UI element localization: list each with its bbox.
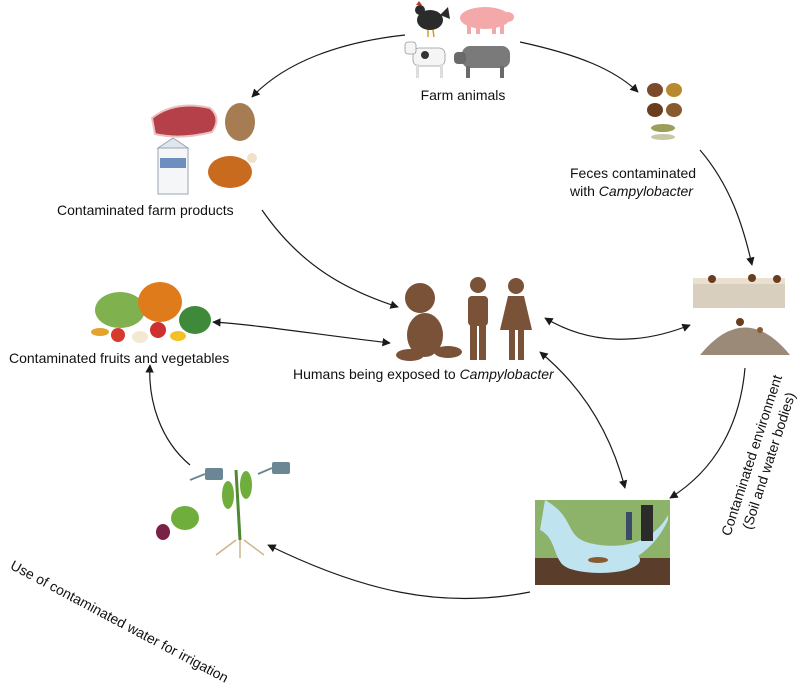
feces-label-prefix: with xyxy=(570,183,599,199)
humans-label-organism: Campylobacter xyxy=(459,366,554,382)
beet-icon xyxy=(156,524,170,540)
fruits-vegetables-illustration xyxy=(91,282,211,343)
arrows xyxy=(145,34,755,600)
arrow-irrigation-to-fruits xyxy=(145,364,191,466)
man-icon xyxy=(468,277,488,360)
feces-label-line1: Feces contaminated xyxy=(570,165,697,181)
baby-icon xyxy=(396,283,462,361)
arrow-humans-environment xyxy=(544,317,691,340)
roast-chicken-icon xyxy=(208,156,252,188)
pumpkin-icon xyxy=(138,282,182,322)
watering-can-icon xyxy=(257,462,290,475)
watering-can-icon xyxy=(189,468,223,481)
feces-label-line2: with Campylobacter xyxy=(570,182,696,200)
humans-label: Humans being exposed to Campylobacter xyxy=(293,365,554,383)
water-body-illustration xyxy=(535,500,670,585)
fruits-vegetables-label: Contaminated fruits and vegetables xyxy=(9,350,230,366)
campylobacter-transmission-diagram: Farm animals Feces contaminated with Cam… xyxy=(8,1,797,686)
pig-icon xyxy=(460,7,514,34)
farm-animals-label: Farm animals xyxy=(420,87,506,103)
arrow-environment-to-water xyxy=(669,367,746,499)
arrow-feces-to-environment xyxy=(699,149,755,266)
arrow-water-to-irrigation xyxy=(267,544,531,600)
egg-icon xyxy=(225,103,255,141)
woman-icon xyxy=(500,278,532,360)
farm-products-illustration xyxy=(150,103,257,195)
feces-label-organism: Campylobacter xyxy=(598,183,693,199)
arrow-animals-to-products xyxy=(251,34,406,98)
humans-label-prefix: Humans being exposed to xyxy=(293,366,460,382)
lettuce-icon xyxy=(171,506,199,530)
feces-illustration xyxy=(647,83,682,140)
arrow-humans-water xyxy=(539,351,628,489)
milk-carton-icon xyxy=(157,147,189,195)
arrow-humans-fruits xyxy=(212,318,391,347)
corn-plant-icon xyxy=(234,469,242,541)
farm-products-label: Contaminated farm products xyxy=(57,202,234,218)
farm-animals-illustration xyxy=(404,1,514,78)
feces-label: Feces contaminated with Campylobacter xyxy=(570,164,696,200)
cattle-icon xyxy=(454,46,510,78)
arrow-animals-to-feces xyxy=(519,41,639,93)
diagram-canvas xyxy=(91,1,790,600)
cow-icon xyxy=(404,41,446,78)
humans-illustration xyxy=(396,277,532,361)
arrow-products-to-humans xyxy=(261,209,399,309)
soil-illustration xyxy=(693,274,790,355)
chicken-icon xyxy=(415,1,450,38)
irrigation-illustration xyxy=(156,462,290,558)
meat-icon xyxy=(150,104,218,138)
